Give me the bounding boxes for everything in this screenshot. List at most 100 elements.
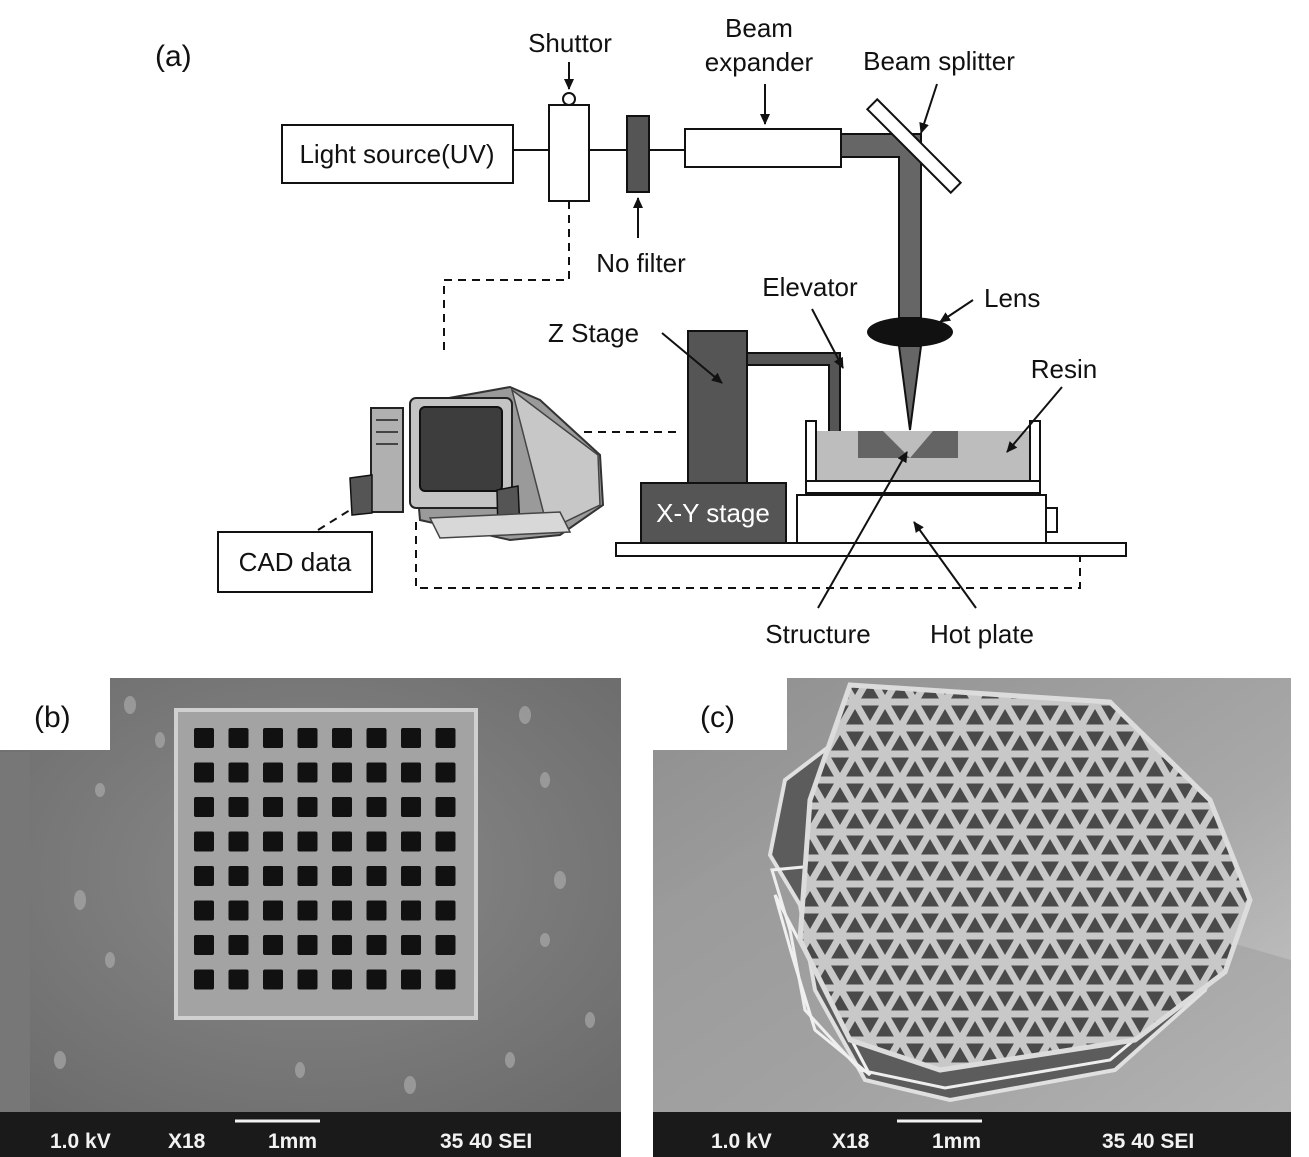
shutter xyxy=(548,62,590,202)
lattice-hole xyxy=(366,797,387,817)
elevator-pointer xyxy=(811,308,844,369)
lattice-hole xyxy=(228,866,249,886)
lattice-hole xyxy=(263,797,283,817)
sem-b-code: 35 40 SEI xyxy=(440,1130,532,1153)
z-stage-pointer xyxy=(661,332,723,384)
lattice-hole xyxy=(228,935,249,955)
beam-expander-label-line1: Beam xyxy=(725,13,793,43)
sem-image-c: 1.0 kV X18 1mm 35 40 SEI (c) xyxy=(653,678,1291,1157)
lattice-hole xyxy=(263,935,283,955)
lattice-hole xyxy=(297,831,318,852)
lattice-hole xyxy=(194,900,214,921)
elevator-label: Elevator xyxy=(762,272,858,302)
lattice-hole xyxy=(435,728,456,748)
panel-b-label: (b) xyxy=(34,701,71,734)
lattice-hole xyxy=(194,969,214,990)
resin-label: Resin xyxy=(1031,354,1097,384)
lattice-hole xyxy=(401,831,421,852)
lattice-hole xyxy=(401,935,421,955)
lens xyxy=(867,317,953,347)
light-source-label: Light source(UV) xyxy=(299,139,494,169)
lattice-hole xyxy=(401,866,421,886)
lattice-hole xyxy=(228,831,249,852)
lattice-hole xyxy=(332,866,352,886)
lattice-hole xyxy=(435,762,456,783)
beam-expander xyxy=(684,84,842,168)
lattice-hole xyxy=(332,935,352,955)
computer-icon xyxy=(349,385,605,542)
sem-c-code: 35 40 SEI xyxy=(1102,1130,1194,1153)
lattice-hole xyxy=(435,900,456,921)
lattice-hole xyxy=(332,831,352,852)
lattice-hole xyxy=(263,969,283,990)
lattice-hole xyxy=(297,762,318,783)
z-stage xyxy=(687,330,748,484)
beam-splitter-label: Beam splitter xyxy=(863,46,1015,76)
hot-plate-label: Hot plate xyxy=(930,619,1034,649)
lattice-hole xyxy=(366,866,387,886)
lattice-hole xyxy=(332,900,352,921)
beam-expander-label-line2: expander xyxy=(705,47,814,77)
lattice-hole xyxy=(263,900,283,921)
lattice-hole xyxy=(194,866,214,886)
lattice-hole xyxy=(435,831,456,852)
lattice-hole xyxy=(194,762,214,783)
lattice-hole xyxy=(401,762,421,783)
structure-label: Structure xyxy=(765,619,871,649)
lattice-hole xyxy=(366,728,387,748)
light-source: Light source(UV) xyxy=(281,124,514,184)
lattice-hole xyxy=(366,831,387,852)
uv-beam xyxy=(840,133,923,431)
lattice-hole xyxy=(366,900,387,921)
lattice-hole xyxy=(228,969,249,990)
lattice-hole xyxy=(366,969,387,990)
lattice-hole xyxy=(435,866,456,886)
sem-debris-b xyxy=(54,696,595,1094)
resin-vat xyxy=(805,420,1041,494)
lattice-hole xyxy=(228,900,249,921)
shuttor-label: Shuttor xyxy=(528,28,612,58)
sem-c-magnification: X18 xyxy=(832,1130,870,1153)
sem-c-voltage: 1.0 kV xyxy=(711,1130,772,1153)
lattice-hole xyxy=(332,797,352,817)
panel-a-label: (a) xyxy=(155,40,192,73)
lattice-hole xyxy=(435,797,456,817)
lattice-hole xyxy=(332,969,352,990)
xy-stage-label: X-Y stage xyxy=(656,498,770,528)
lattice-hole xyxy=(297,728,318,748)
lattice-hole xyxy=(228,728,249,748)
lattice-grid-structure xyxy=(174,708,478,1020)
hexagonal-truss-structure xyxy=(767,682,1253,1103)
cad-data-label: CAD data xyxy=(239,547,352,577)
hot-plate-pointer xyxy=(913,521,977,609)
lattice-hole xyxy=(297,797,318,817)
sem-b-voltage: 1.0 kV xyxy=(50,1130,111,1153)
lattice-hole xyxy=(401,728,421,748)
lattice-hole xyxy=(401,797,421,817)
cad-data-box: CAD data xyxy=(217,531,373,593)
control-connections xyxy=(317,201,1081,589)
base-plate xyxy=(615,542,1127,557)
lattice-hole xyxy=(401,900,421,921)
no-filter-label: No filter xyxy=(596,248,686,278)
resin-pointer xyxy=(1006,386,1063,453)
filter xyxy=(626,115,650,238)
lattice-hole xyxy=(263,728,283,748)
lattice-holes xyxy=(194,728,456,990)
lattice-hole xyxy=(332,728,352,748)
lattice-hole xyxy=(297,969,318,990)
z-stage-label: Z Stage xyxy=(548,318,639,348)
lattice-hole xyxy=(263,866,283,886)
lattice-hole xyxy=(194,797,214,817)
lattice-hole xyxy=(401,969,421,990)
lattice-hole xyxy=(263,762,283,783)
sem-image-b: 1.0 kV X18 1mm 35 40 SEI (b) xyxy=(0,678,621,1157)
lattice-hole xyxy=(263,831,283,852)
hot-plate xyxy=(796,494,1058,544)
lens-label: Lens xyxy=(984,283,1040,313)
sem-b-scale: 1mm xyxy=(268,1130,317,1153)
lattice-hole xyxy=(366,762,387,783)
panel-c-label: (c) xyxy=(700,701,735,734)
lattice-hole xyxy=(228,762,249,783)
